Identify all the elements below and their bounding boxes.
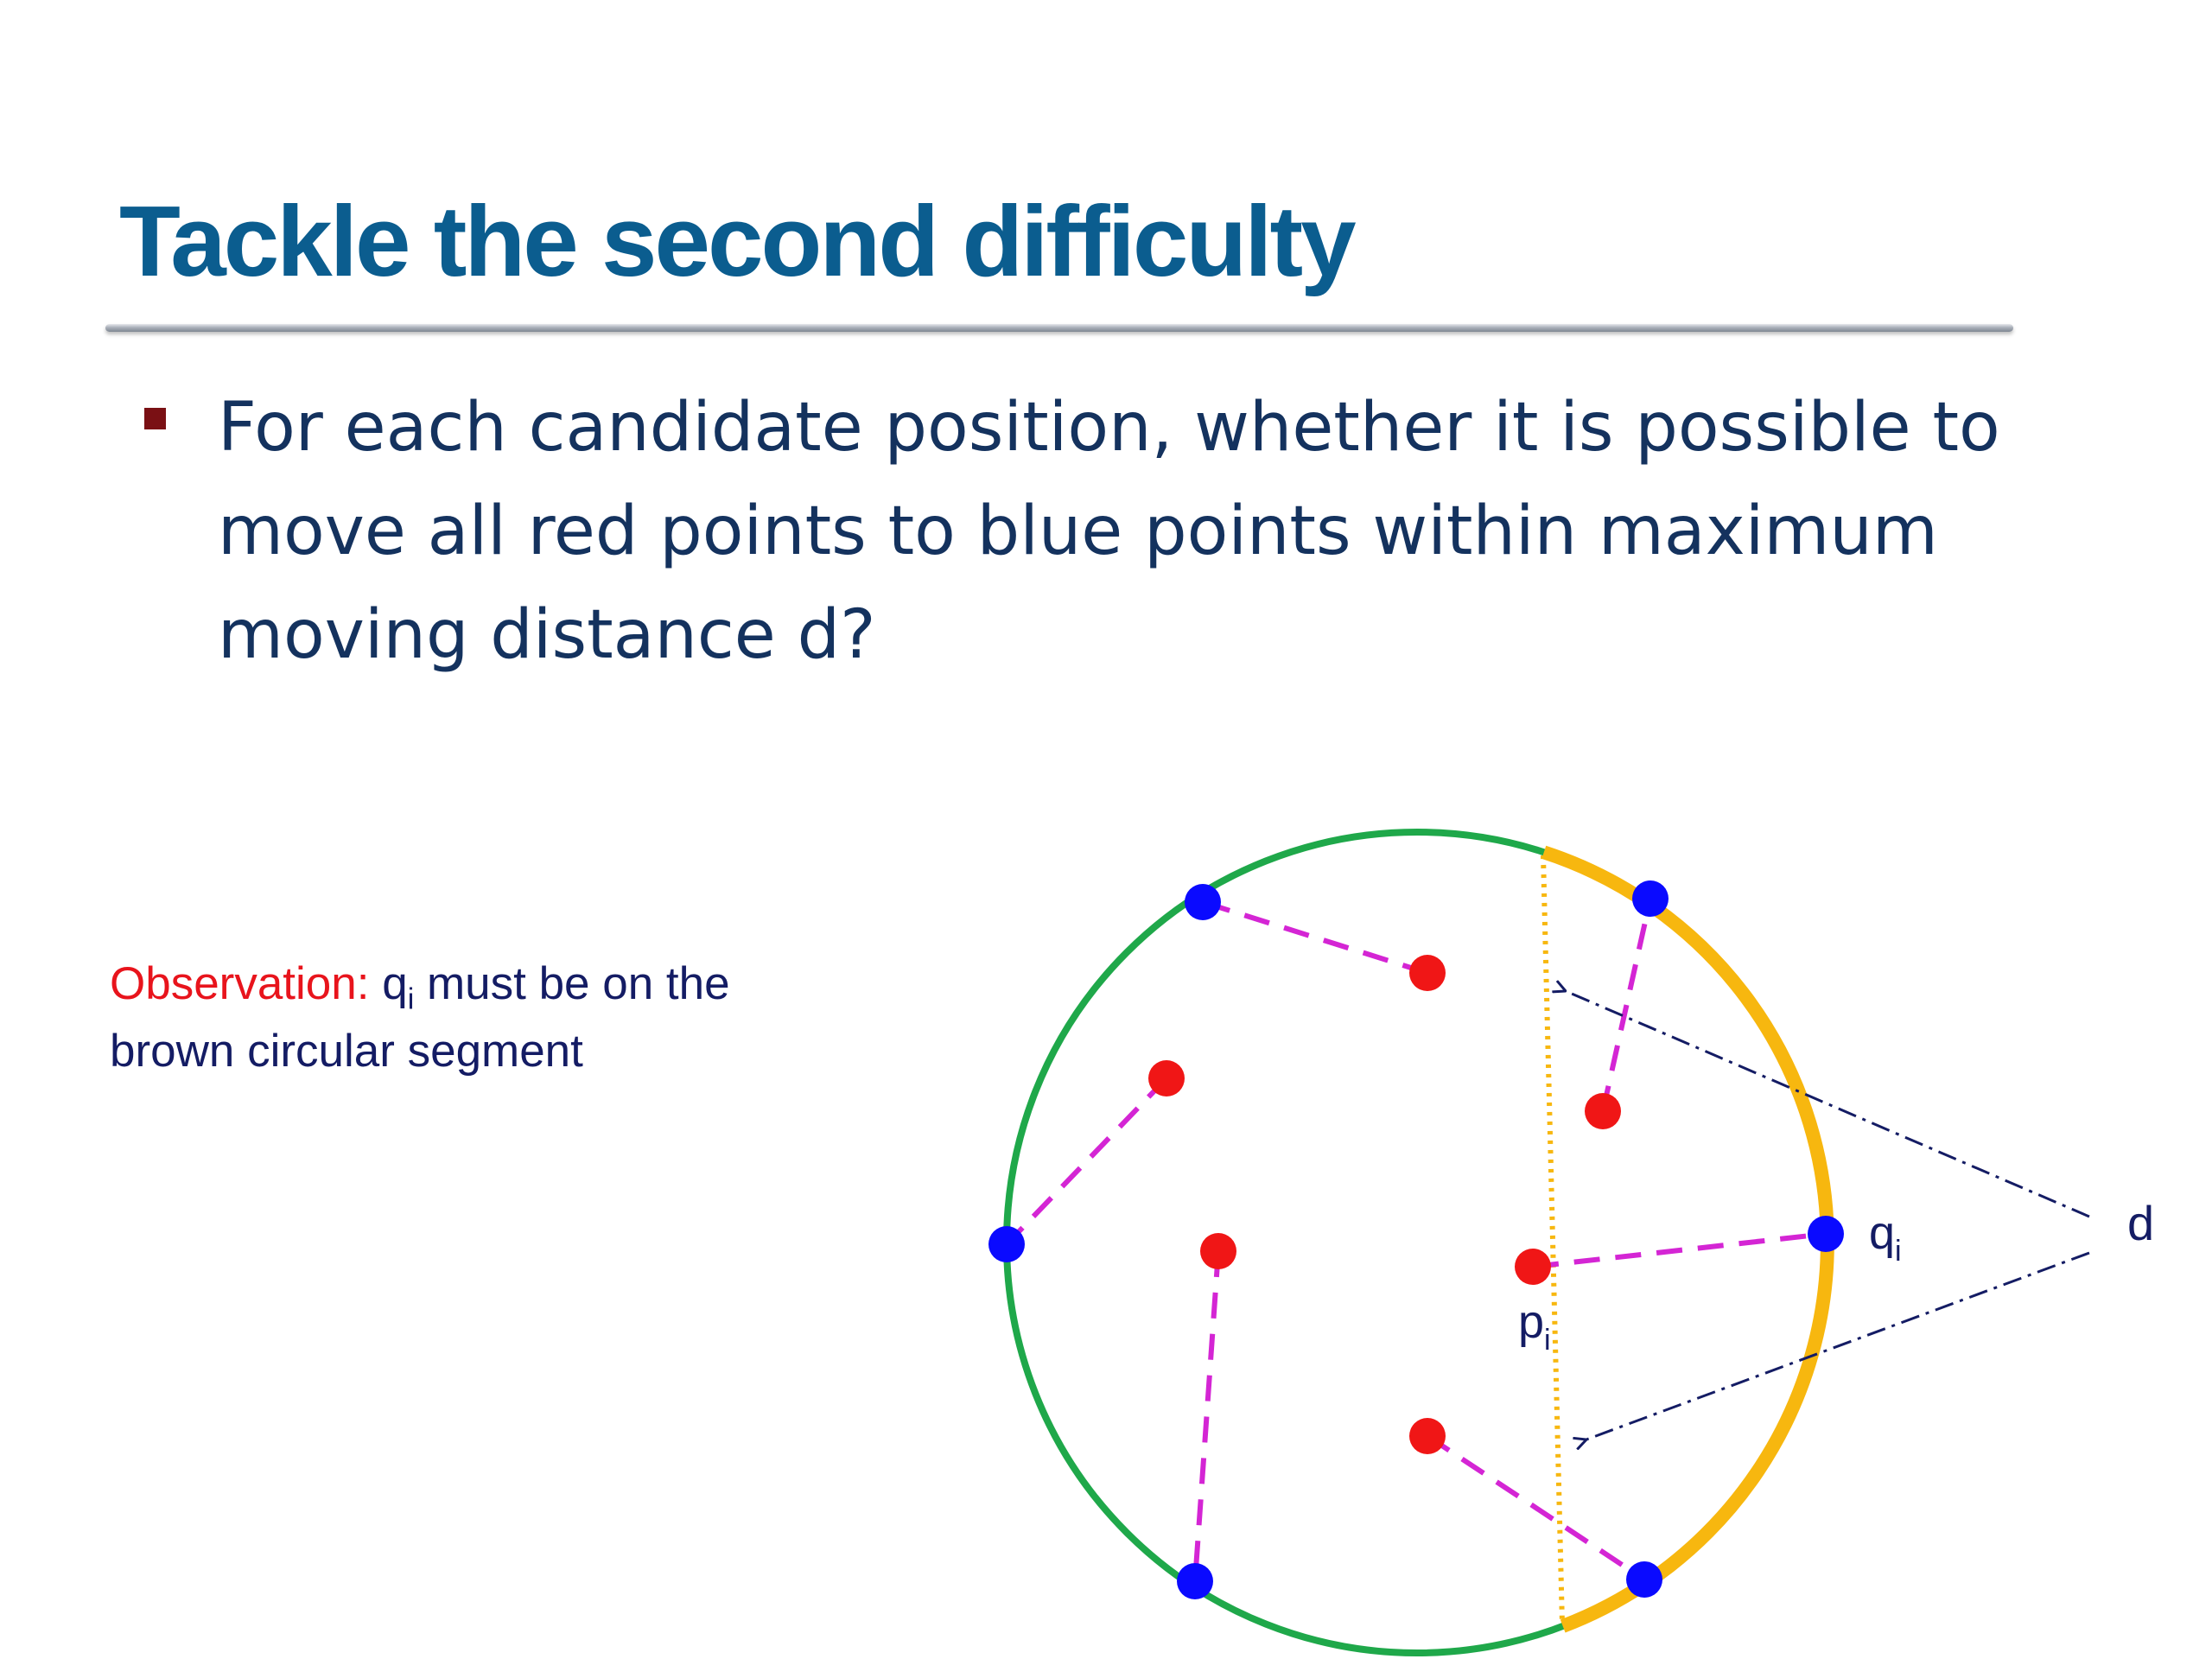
blue-point (1632, 880, 1669, 917)
label-q-main: q (1869, 1207, 1895, 1259)
red-point (1409, 955, 1446, 991)
red-points (1148, 955, 1621, 1454)
observation-note: Observation: qi must be on the brown circ… (110, 950, 853, 1085)
label-q-subscript: i (1895, 1235, 1902, 1268)
blue-point (1626, 1561, 1662, 1598)
segment-chord (1541, 855, 1565, 1625)
bullet-square-icon (144, 408, 166, 429)
red-point (1148, 1060, 1185, 1096)
link-6 (1426, 1433, 1646, 1582)
blue-points (988, 880, 1844, 1599)
label-d: d (2127, 1196, 2154, 1250)
observation-text-line2: brown circular segment (110, 1026, 583, 1077)
link-5 (1532, 1231, 1827, 1269)
blue-point (1177, 1563, 1213, 1599)
link-4 (1600, 898, 1653, 1112)
red-point-p (1515, 1249, 1551, 1285)
label-p-main: p (1518, 1296, 1544, 1348)
label-p: pi (1518, 1296, 1551, 1357)
link-1 (1202, 899, 1428, 976)
red-point (1200, 1233, 1236, 1269)
red-point (1585, 1093, 1621, 1129)
link-3 (1192, 1250, 1221, 1582)
label-p-subscript: i (1544, 1324, 1551, 1357)
blue-point (988, 1226, 1025, 1262)
assignment-links (1004, 898, 1827, 1582)
blue-point-q (1808, 1216, 1844, 1252)
observation-label: Observation: (110, 958, 370, 1009)
arrow-lower (1586, 1251, 2090, 1440)
red-point (1409, 1418, 1446, 1454)
distance-arrows (1566, 991, 2090, 1440)
arrow-upper (1566, 991, 2090, 1218)
label-q: qi (1869, 1207, 1902, 1268)
slide-title: Tackle the second difficulty (119, 185, 1357, 297)
title-divider (105, 324, 2013, 332)
observation-q-subscript: i (407, 982, 415, 1016)
bullet-text: For each candidate position, whether it … (218, 389, 2000, 674)
observation-q: q (382, 958, 408, 1009)
observation-text-line1: must be on the (414, 958, 730, 1009)
blue-point (1185, 884, 1221, 920)
